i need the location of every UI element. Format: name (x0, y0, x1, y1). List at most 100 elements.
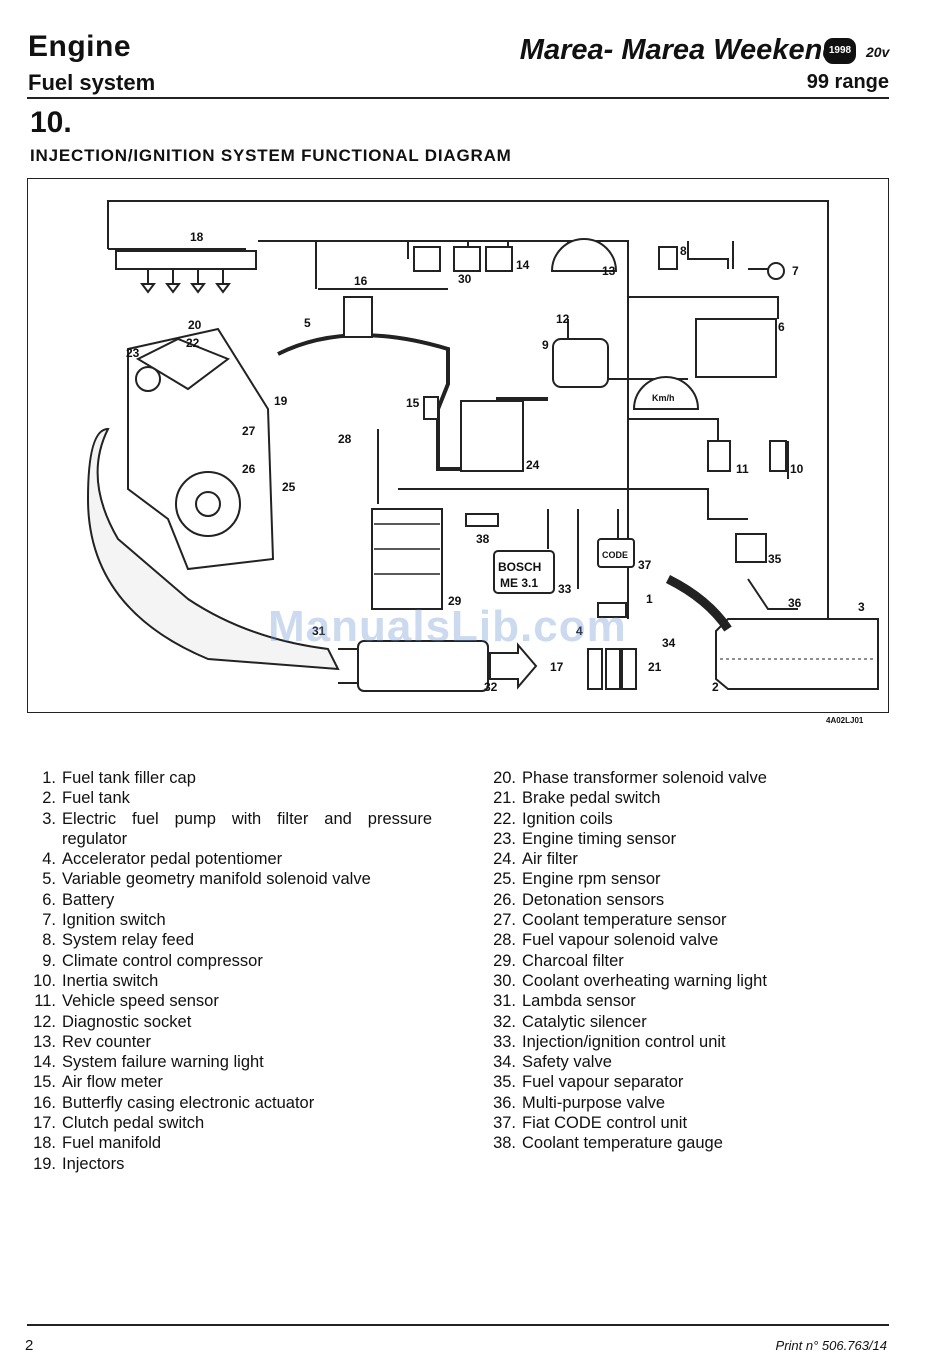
callout-16: 16 (354, 274, 368, 288)
legend-item-text: Coolant temperature sensor (522, 911, 727, 930)
callout-34: 34 (662, 636, 676, 650)
legend-item: 5.Variable geometry manifold solenoid va… (22, 869, 432, 889)
legend-item: 19.Injectors (22, 1154, 432, 1174)
legend-item-number: 21. (493, 789, 516, 808)
section-number: 10. (30, 106, 72, 139)
legend-item: 14. System failure warning light (22, 1052, 432, 1072)
legend-item-text: Brake pedal switch (522, 789, 661, 808)
callout-35: 35 (768, 552, 782, 566)
figure-code: 4A02LJ01 (826, 716, 864, 725)
legend-item: 2. Fuel tank (22, 788, 432, 808)
legend-item: 37. Fiat CODE control unit (480, 1113, 900, 1133)
legend-item: 12.Diagnostic socket (22, 1012, 432, 1032)
callout-15: 15 (406, 396, 420, 410)
callout-37: 37 (638, 558, 652, 572)
callout-4: 4 (576, 624, 583, 638)
compressor-shape (552, 338, 609, 388)
speedometer-label: Km/h (652, 393, 675, 403)
callout-25: 25 (282, 480, 296, 494)
legend-item: 32. Catalytic silencer (480, 1012, 900, 1032)
callout-26: 26 (242, 462, 256, 476)
legend-item-number: 32. (493, 1012, 516, 1031)
callout-33: 33 (558, 582, 572, 596)
callout-11: 11 (736, 462, 749, 476)
speedometer-shape (632, 376, 700, 410)
legend-item-number: 10. (33, 971, 56, 990)
legend-item-text: Safety valve (522, 1053, 612, 1072)
legend-item-number: 17. (33, 1114, 56, 1133)
legend-item-number: 30. (493, 971, 516, 990)
legend-item-text: Air filter (522, 850, 578, 869)
code-unit-label: CODE (602, 550, 628, 560)
legend-item-text: Variable geometry manifold solenoid valv… (62, 870, 371, 889)
legend-item-number: 4. (42, 850, 56, 869)
legend-item-text: System failure warning light (62, 1053, 264, 1072)
legend-item-text: Multi-purpose valve (522, 1093, 666, 1112)
callout-30: 30 (458, 272, 472, 286)
ecu-label-model: ME 3.1 (500, 576, 538, 590)
legend-item-number: 36. (493, 1093, 516, 1112)
rev-counter-shape (550, 238, 618, 272)
legend-item-number: 24. (493, 850, 516, 869)
legend-item-text: Accelerator pedal potentiomer (62, 850, 283, 869)
legend-item: 20.Phase transformer solenoid valve (480, 768, 900, 788)
callout-23: 23 (126, 346, 140, 360)
callout-17: 17 (550, 660, 564, 674)
callout-3: 3 (858, 600, 865, 614)
callout-5: 5 (304, 316, 311, 330)
legend-item-number: 37. (493, 1114, 516, 1133)
legend-item-number: 38. (493, 1134, 516, 1153)
legend-item: 7.Ignition switch (22, 910, 432, 930)
legend-item-number: 16. (33, 1093, 56, 1112)
legend-item-text: Battery (62, 890, 115, 909)
legend-item-number: 18. (33, 1134, 56, 1153)
subsection-title: Fuel system (28, 70, 156, 95)
legend-item-text: Fiat CODE control unit (522, 1114, 688, 1133)
legend-item: 24. Air filter (480, 849, 900, 869)
legend-item-number: 29. (493, 951, 516, 970)
legend-item-text: Fuel manifold (62, 1134, 162, 1153)
legend-item-text: Climate control compressor (62, 951, 263, 970)
legend-item-number: 31. (493, 992, 516, 1011)
print-number: Print n° 506.763/14 (775, 1338, 887, 1353)
legend-item-text: Inertia switch (62, 971, 159, 990)
legend-item-text: Catalytic silencer (522, 1012, 647, 1031)
legend-item-number: 33. (493, 1032, 516, 1051)
legend-item: 15.Air flow meter (22, 1072, 432, 1092)
legend-item-text: Fuel vapour separator (522, 1073, 684, 1092)
legend-item: 18. Fuel manifold (22, 1133, 432, 1153)
legend-item: 22.Ignition coils (480, 809, 900, 829)
callout-21: 21 (648, 660, 662, 674)
callout-31: 31 (312, 624, 326, 638)
air-filter (460, 400, 524, 472)
legend-item-number: 14. (33, 1053, 56, 1072)
callout-2: 2 (712, 680, 719, 694)
legend-item: 23.Engine timing sensor (480, 829, 900, 849)
legend-item-number: 1. (42, 769, 56, 787)
page-number: 2 (25, 1337, 34, 1354)
diagram-title: INJECTION/IGNITION SYSTEM FUNCTIONAL DIA… (30, 146, 512, 165)
code-unit-box (597, 538, 635, 568)
legend-item-number: 12. (33, 1012, 56, 1031)
legend-item: 3.Electric fuel pump with filter and pre… (22, 809, 432, 850)
legend-item-text: Air flow meter (62, 1073, 163, 1092)
callout-20: 20 (188, 318, 202, 332)
legend-item-number: 2. (42, 789, 56, 808)
footer-rule (27, 1324, 889, 1326)
legend-item-number: 22. (493, 809, 516, 828)
fuel-manifold (115, 250, 257, 270)
legend-item-text: Fuel vapour solenoid valve (522, 931, 719, 950)
legend-item-text: Fuel tank (62, 789, 130, 808)
engine-variant-label: 20v (866, 44, 890, 60)
legend-item-text: Coolant temperature gauge (522, 1134, 723, 1153)
callout-19: 19 (274, 394, 288, 408)
legend-item-number: 7. (42, 911, 56, 930)
section-title: Engine (28, 30, 132, 63)
legend-item-text: Charcoal filter (522, 951, 624, 970)
legend-item-number: 20. (493, 769, 516, 787)
callout-14: 14 (516, 258, 530, 272)
charcoal-filter (371, 508, 443, 610)
